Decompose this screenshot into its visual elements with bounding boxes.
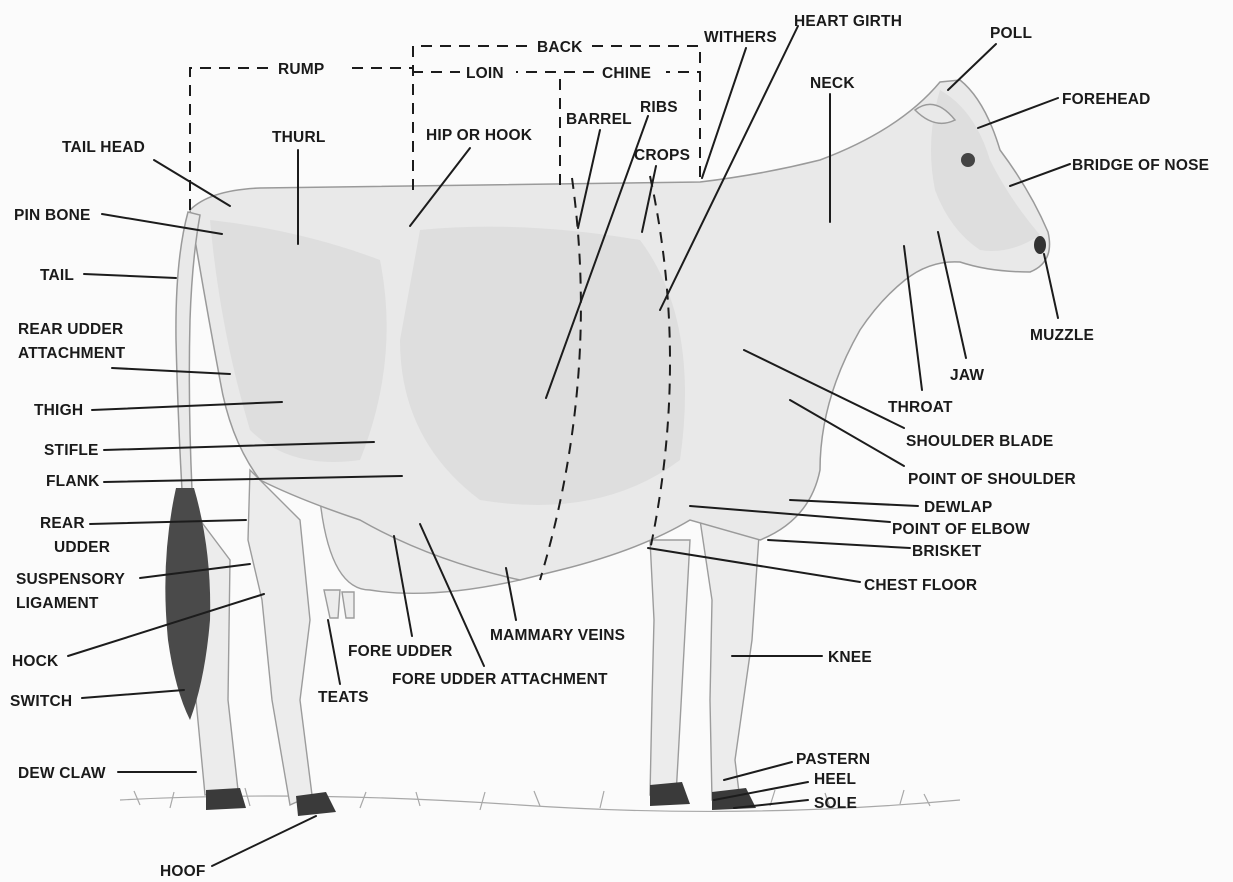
label-dewlap: DEWLAP (924, 499, 992, 516)
label-tail: TAIL (40, 267, 74, 284)
nostril (1034, 236, 1046, 254)
leader-rear-udder (90, 520, 246, 524)
label-thigh: THIGH (34, 402, 83, 419)
leader-switch (82, 690, 184, 698)
label-back: BACK (537, 39, 583, 56)
leader-dewlap (790, 500, 918, 506)
rear-leg-near (248, 470, 312, 805)
label-heart-girth: HEART GIRTH (794, 13, 902, 30)
label-thurl: THURL (272, 129, 326, 146)
front-leg-far (650, 540, 690, 795)
label-dew-claw: DEW CLAW (18, 765, 106, 782)
label-rear-udder-attachment-line2: ATTACHMENT (18, 345, 126, 362)
eye (961, 153, 975, 167)
leader-tail (84, 274, 176, 278)
label-tail-head: TAIL HEAD (62, 139, 145, 156)
label-fore-udder-attachment: FORE UDDER ATTACHMENT (392, 671, 608, 688)
leader-poll (948, 44, 996, 90)
label-suspensory-ligament-line1: SUSPENSORY (16, 571, 126, 588)
label-heel: HEEL (814, 771, 856, 788)
label-neck: NECK (810, 75, 855, 92)
label-chest-floor: CHEST FLOOR (864, 577, 977, 594)
hoof-front-far (650, 782, 690, 806)
label-muzzle: MUZZLE (1030, 327, 1094, 344)
label-pastern: PASTERN (796, 751, 870, 768)
label-flank: FLANK (46, 473, 100, 490)
label-poll: POLL (990, 25, 1032, 42)
label-pin-bone: PIN BONE (14, 207, 91, 224)
label-ribs: RIBS (640, 99, 678, 116)
label-rump: RUMP (278, 61, 324, 78)
teats (324, 590, 354, 618)
label-hock: HOCK (12, 653, 59, 670)
label-suspensory-ligament-line2: LIGAMENT (16, 595, 99, 612)
leader-hoof (212, 816, 316, 866)
label-point-of-shoulder: POINT OF SHOULDER (908, 471, 1076, 488)
label-brisket: BRISKET (912, 543, 982, 560)
leader-rear-udder-attachment (112, 368, 230, 374)
label-shoulder-blade: SHOULDER BLADE (906, 433, 1053, 450)
leader-forehead (978, 98, 1058, 128)
label-bridge-of-nose: BRIDGE OF NOSE (1072, 157, 1209, 174)
label-rear-udder-line2: UDDER (54, 539, 110, 556)
label-hip-or-hook: HIP OR HOOK (426, 127, 533, 144)
label-hoof: HOOF (160, 863, 206, 880)
leader-muzzle (1044, 254, 1058, 318)
label-knee: KNEE (828, 649, 872, 666)
label-barrel: BARREL (566, 111, 632, 128)
label-rear-udder-line1: REAR (40, 515, 85, 532)
label-mammary-veins: MAMMARY VEINS (490, 627, 625, 644)
label-crops: CROPS (634, 147, 690, 164)
hoof-rear-near (296, 792, 336, 816)
label-point-of-elbow: POINT OF ELBOW (892, 521, 1030, 538)
hoof-rear-far (206, 788, 246, 810)
label-fore-udder: FORE UDDER (348, 643, 452, 660)
label-loin: LOIN (466, 65, 504, 82)
label-chine: CHINE (602, 65, 651, 82)
label-stifle: STIFLE (44, 442, 99, 459)
label-switch: SWITCH (10, 693, 72, 710)
label-sole: SOLE (814, 795, 857, 812)
leader-tail-head (154, 160, 230, 206)
leader-brisket (768, 540, 910, 548)
label-throat: THROAT (888, 399, 953, 416)
leader-withers (702, 48, 746, 178)
label-teats: TEATS (318, 689, 369, 706)
barrel-shading (400, 227, 685, 505)
leader-bridge-of-nose (1010, 164, 1070, 186)
leader-teats (328, 620, 340, 684)
label-forehead: FOREHEAD (1062, 91, 1151, 108)
label-withers: WITHERS (704, 29, 777, 46)
label-jaw: JAW (950, 367, 984, 384)
label-rear-udder-attachment-line1: REAR UDDER (18, 321, 123, 338)
